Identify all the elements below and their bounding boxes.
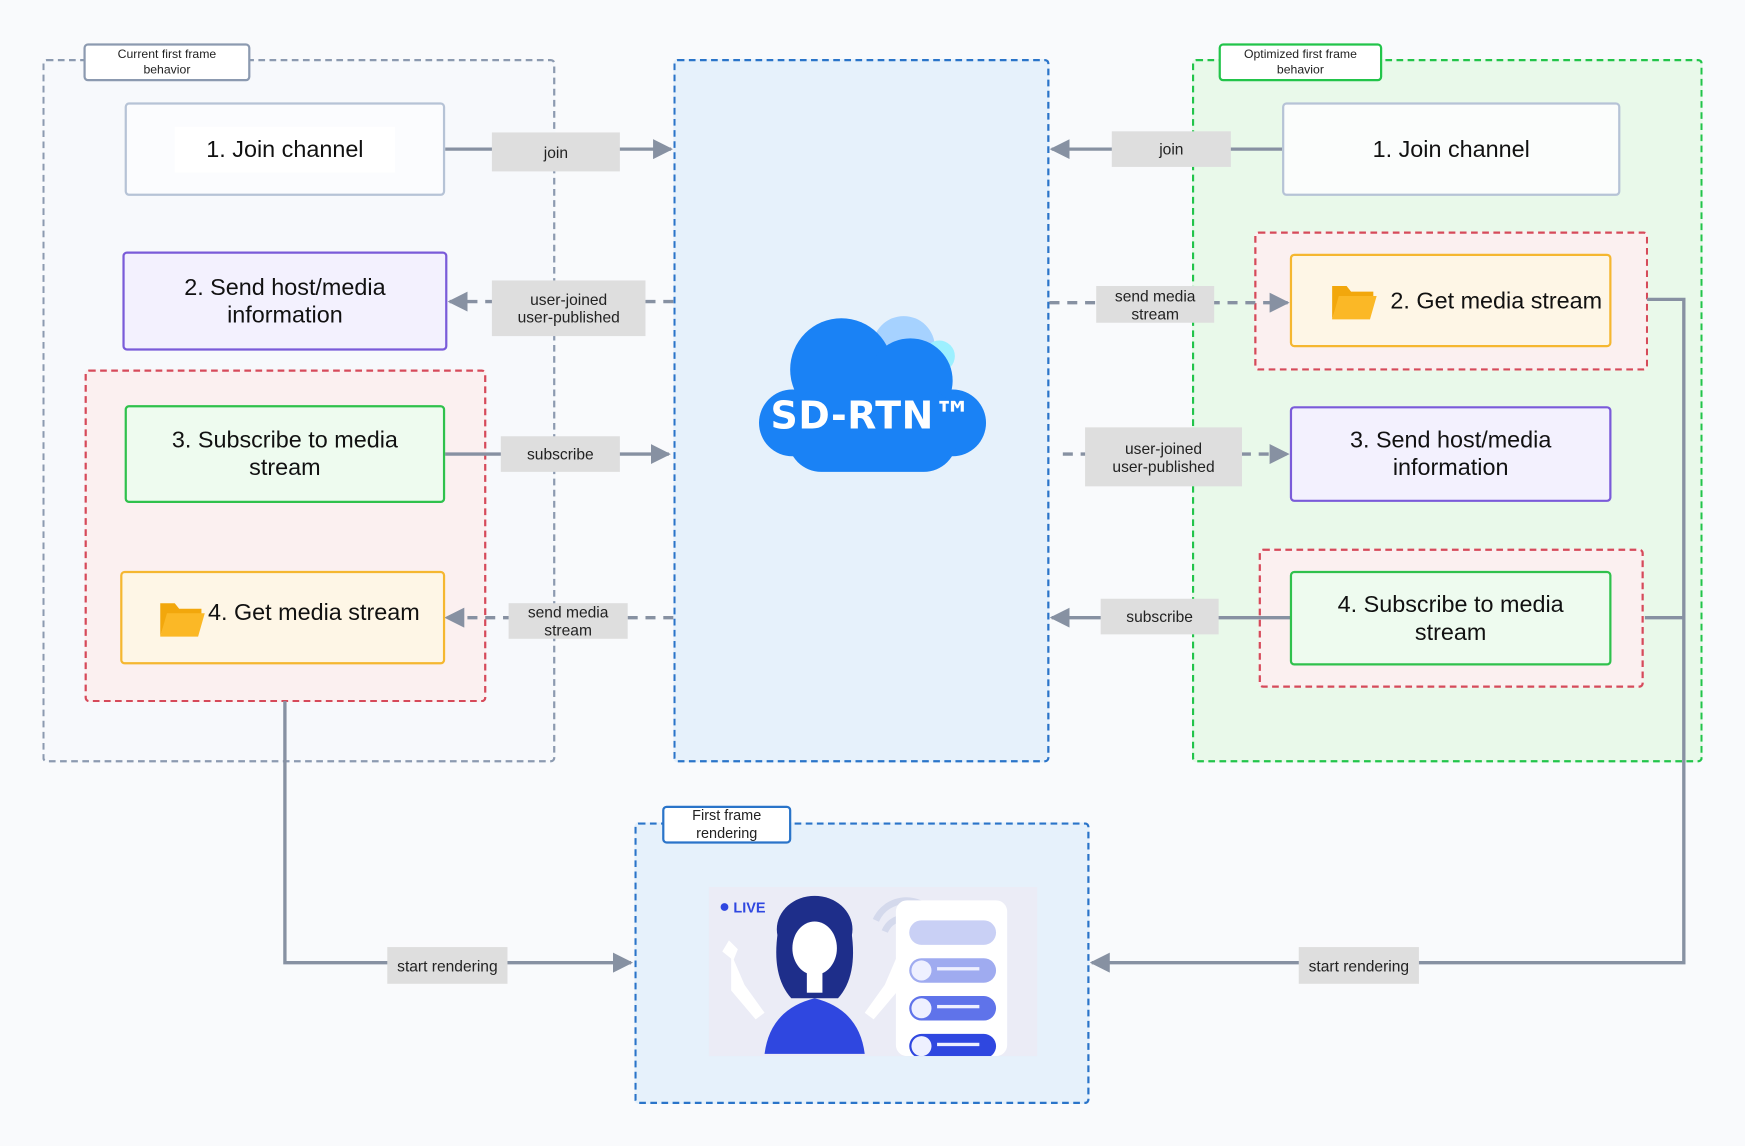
left-join-label: join	[491, 132, 620, 172]
right-send-media-label: send media stream	[1096, 286, 1215, 323]
right-start-rendering-label: start rendering	[1298, 947, 1419, 984]
left-subscribe-label: subscribe	[500, 436, 620, 472]
current-behavior-tag: Current first frame behavior	[83, 43, 251, 82]
left-step-get-stream-label: 4. Get media stream	[207, 599, 420, 626]
optimized-behavior-tag: Optimized first frame behavior	[1218, 43, 1383, 82]
left-step-subscribe: 3. Subscribe to media stream	[124, 405, 446, 504]
left-user-joined-label: user-joined user-published	[491, 280, 646, 337]
right-user-joined-label: user-joined user-published	[1085, 427, 1242, 487]
sd-rtn-label: SD-RTN™	[770, 393, 973, 439]
left-send-media-label: send media stream	[508, 603, 628, 639]
left-step-join-label: 1. Join channel	[175, 126, 395, 172]
left-start-rendering-label: start rendering	[387, 947, 508, 984]
live-badge: LIVE	[733, 899, 766, 916]
cloud-icon	[758, 316, 987, 472]
left-step-send-info: 2. Send host/media information	[122, 251, 448, 351]
folder-icon	[160, 603, 205, 637]
right-subscribe-label: subscribe	[1100, 598, 1219, 635]
right-step-join: 1. Join channel	[1282, 102, 1621, 196]
right-step-subscribe: 4. Subscribe to media stream	[1289, 570, 1612, 666]
folder-icon	[1332, 286, 1377, 320]
live-streamer-illustration: LIVE	[708, 886, 1038, 1057]
first-frame-tag: First frame rendering	[662, 805, 792, 844]
right-step-send-info: 3. Send host/media information	[1289, 406, 1612, 502]
right-join-label: join	[1111, 131, 1231, 167]
right-step-get-stream-label: 2. Get media stream	[1390, 287, 1603, 314]
left-step-join: 1. Join channel	[124, 102, 446, 196]
streamer-graphic	[720, 895, 1008, 1057]
